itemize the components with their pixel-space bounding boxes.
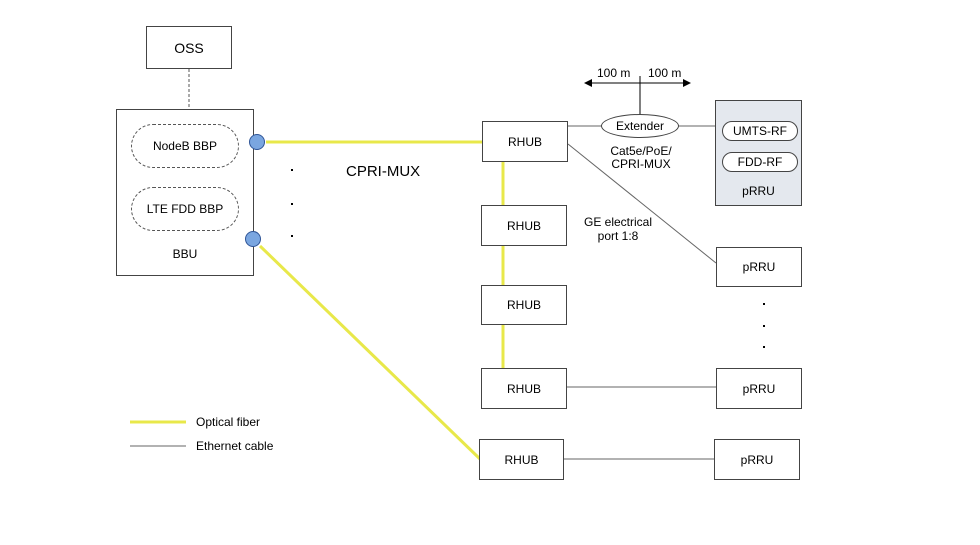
extender-node: Extender [601,114,679,138]
prru-group-label: pRRU [742,184,775,198]
lte-fdd-bbp: LTE FDD BBP [131,187,239,231]
prru-node: pRRU [716,247,802,287]
distance-right-label: 100 m [648,66,682,80]
nodeb-bbp: NodeB BBP [131,124,239,168]
extender-link-line1: Cat5e/PoE/ [610,144,672,158]
ellipsis-dot [763,325,765,327]
rhub-3: RHUB [481,285,567,325]
umts-rf-label: UMTS-RF [733,124,787,138]
cpri-mux-label: CPRI-MUX [346,163,421,180]
ge-port-line2: port 1:8 [597,229,639,243]
rhub-label: RHUB [507,134,542,149]
distance-left-label: 100 m [597,66,631,80]
rhub-5: RHUB [479,439,564,480]
fdd-rf-label: FDD-RF [737,155,783,169]
prru-node: pRRU [714,439,800,480]
rhub-4: RHUB [481,368,567,409]
extender-link-line2: CPRI-MUX [611,157,671,171]
ellipsis-dot [291,203,293,205]
ellipsis-dot [763,303,765,305]
extender-label: Extender [615,119,665,133]
rhub-label: RHUB [506,218,541,233]
fdd-rf-module: FDD-RF [722,152,798,172]
ellipsis-dot [763,346,765,348]
rhub-2: RHUB [481,205,567,246]
umts-rf-module: UMTS-RF [722,121,798,141]
rhub-label: RHUB [506,298,541,312]
extender-link-label: Cat5e/PoE/ CPRI-MUX [603,145,679,171]
prru-label: pRRU [742,260,776,274]
ethernet-rhub1-prru [567,143,717,264]
nodeb-bbp-label: NodeB BBP [152,139,218,153]
bbu-port-bottom [245,231,261,247]
rhub-label: RHUB [506,381,541,396]
oss-node: OSS [146,26,232,69]
rhub-label: RHUB [504,452,539,467]
bbu-label: BBU [172,247,198,261]
prru-node: pRRU [716,368,802,409]
legend-optical-fiber: Optical fiber [196,415,261,429]
legend-ethernet-cable: Ethernet cable [196,439,274,453]
bbu-port-top [249,134,265,150]
ellipsis-dot [291,169,293,171]
fiber-bbu-rhub5 [258,244,482,461]
prru-label: pRRU [740,452,774,467]
oss-label: OSS [174,39,204,56]
ge-port-line1: GE electrical [583,215,653,229]
prru-label: pRRU [742,381,776,396]
ge-port-label: GE electrical port 1:8 [580,215,656,243]
rhub-1: RHUB [482,121,568,162]
lte-fdd-bbp-label: LTE FDD BBP [146,202,224,216]
ellipsis-dot [291,235,293,237]
